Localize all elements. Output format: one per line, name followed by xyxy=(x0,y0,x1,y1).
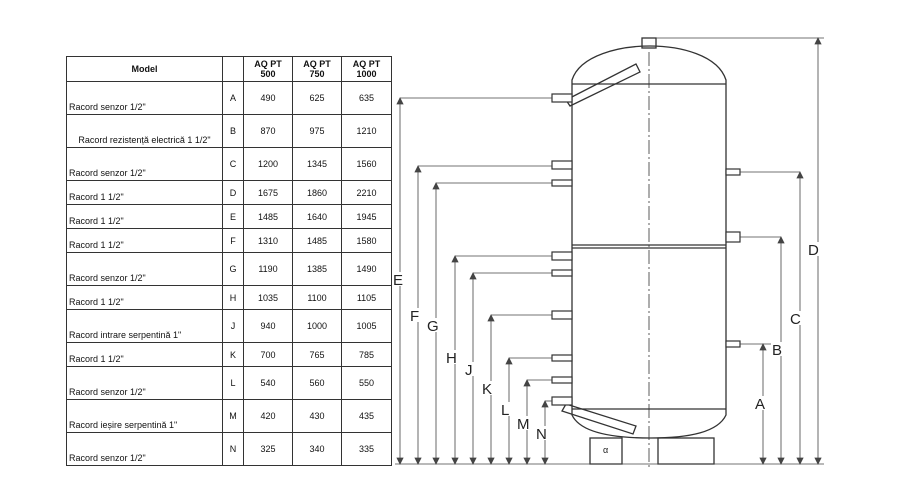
value-aqpt-500: 420 xyxy=(243,399,293,433)
row-description: Racord 1 1/2" xyxy=(66,285,223,310)
dim-label-f: F xyxy=(410,308,419,325)
value-aqpt-1000: 550 xyxy=(341,366,392,400)
value-aqpt-1000: 335 xyxy=(341,432,392,466)
dim-label-c: C xyxy=(790,311,801,328)
value-aqpt-500: 1200 xyxy=(243,147,293,181)
dim-label-b: B xyxy=(772,342,782,359)
value-aqpt-500: 940 xyxy=(243,309,293,343)
row-description: Racord senzor 1/2" xyxy=(66,147,223,181)
upper-coil-pipe xyxy=(565,63,641,107)
right-connectors xyxy=(725,168,741,348)
dimension-labels: E F G H J K L M N A B C D xyxy=(392,242,822,443)
value-aqpt-500: 700 xyxy=(243,342,293,367)
leader-lines xyxy=(395,37,824,465)
value-aqpt-1000: 1490 xyxy=(341,252,392,286)
row-description: Racord ieșire serpentină 1" xyxy=(66,399,223,433)
value-aqpt-500: 870 xyxy=(243,114,293,148)
value-aqpt-750: 340 xyxy=(292,432,342,466)
value-aqpt-1000: 1945 xyxy=(341,204,392,229)
dimensions-table: Model AQ PT 500 AQ PT 750 AQ PT 1000 Rac… xyxy=(66,56,392,466)
header-aqpt-1000: AQ PT 1000 xyxy=(341,56,392,82)
lower-coil-pipe xyxy=(561,403,637,435)
value-aqpt-1000: 1580 xyxy=(341,228,392,253)
header-aqpt-500: AQ PT 500 xyxy=(243,56,293,82)
value-aqpt-750: 1345 xyxy=(292,147,342,181)
right-leg xyxy=(657,437,715,465)
tank-body xyxy=(571,45,727,439)
row-description: Racord 1 1/2" xyxy=(66,342,223,367)
value-aqpt-500: 1485 xyxy=(243,204,293,229)
dim-label-l: L xyxy=(501,402,509,419)
value-aqpt-1000: 2210 xyxy=(341,180,392,205)
dim-label-j: J xyxy=(465,362,473,379)
value-aqpt-1000: 1560 xyxy=(341,147,392,181)
dim-label-h: H xyxy=(446,350,457,367)
value-aqpt-750: 430 xyxy=(292,399,342,433)
value-aqpt-1000: 785 xyxy=(341,342,392,367)
value-aqpt-750: 1640 xyxy=(292,204,342,229)
value-aqpt-500: 540 xyxy=(243,366,293,400)
row-description: Racord rezistență electrică 1 1/2" xyxy=(66,114,223,148)
dim-label-n: N xyxy=(536,426,547,443)
dim-label-g: G xyxy=(427,318,439,335)
dim-label-m: M xyxy=(517,416,530,433)
dim-label-a: A xyxy=(755,396,765,413)
dim-label-d: D xyxy=(808,242,819,259)
value-aqpt-1000: 435 xyxy=(341,399,392,433)
dim-label-k: K xyxy=(482,381,492,398)
row-description: Racord intrare serpentină 1" xyxy=(66,309,223,343)
value-aqpt-750: 625 xyxy=(292,81,342,115)
dim-label-e: E xyxy=(393,272,403,289)
value-aqpt-1000: 1210 xyxy=(341,114,392,148)
row-description: Racord senzor 1/2" xyxy=(66,432,223,466)
base-mark: α xyxy=(603,445,608,455)
value-aqpt-1000: 635 xyxy=(341,81,392,115)
value-aqpt-750: 765 xyxy=(292,342,342,367)
top-nozzle xyxy=(641,37,657,49)
left-connectors xyxy=(551,93,573,406)
